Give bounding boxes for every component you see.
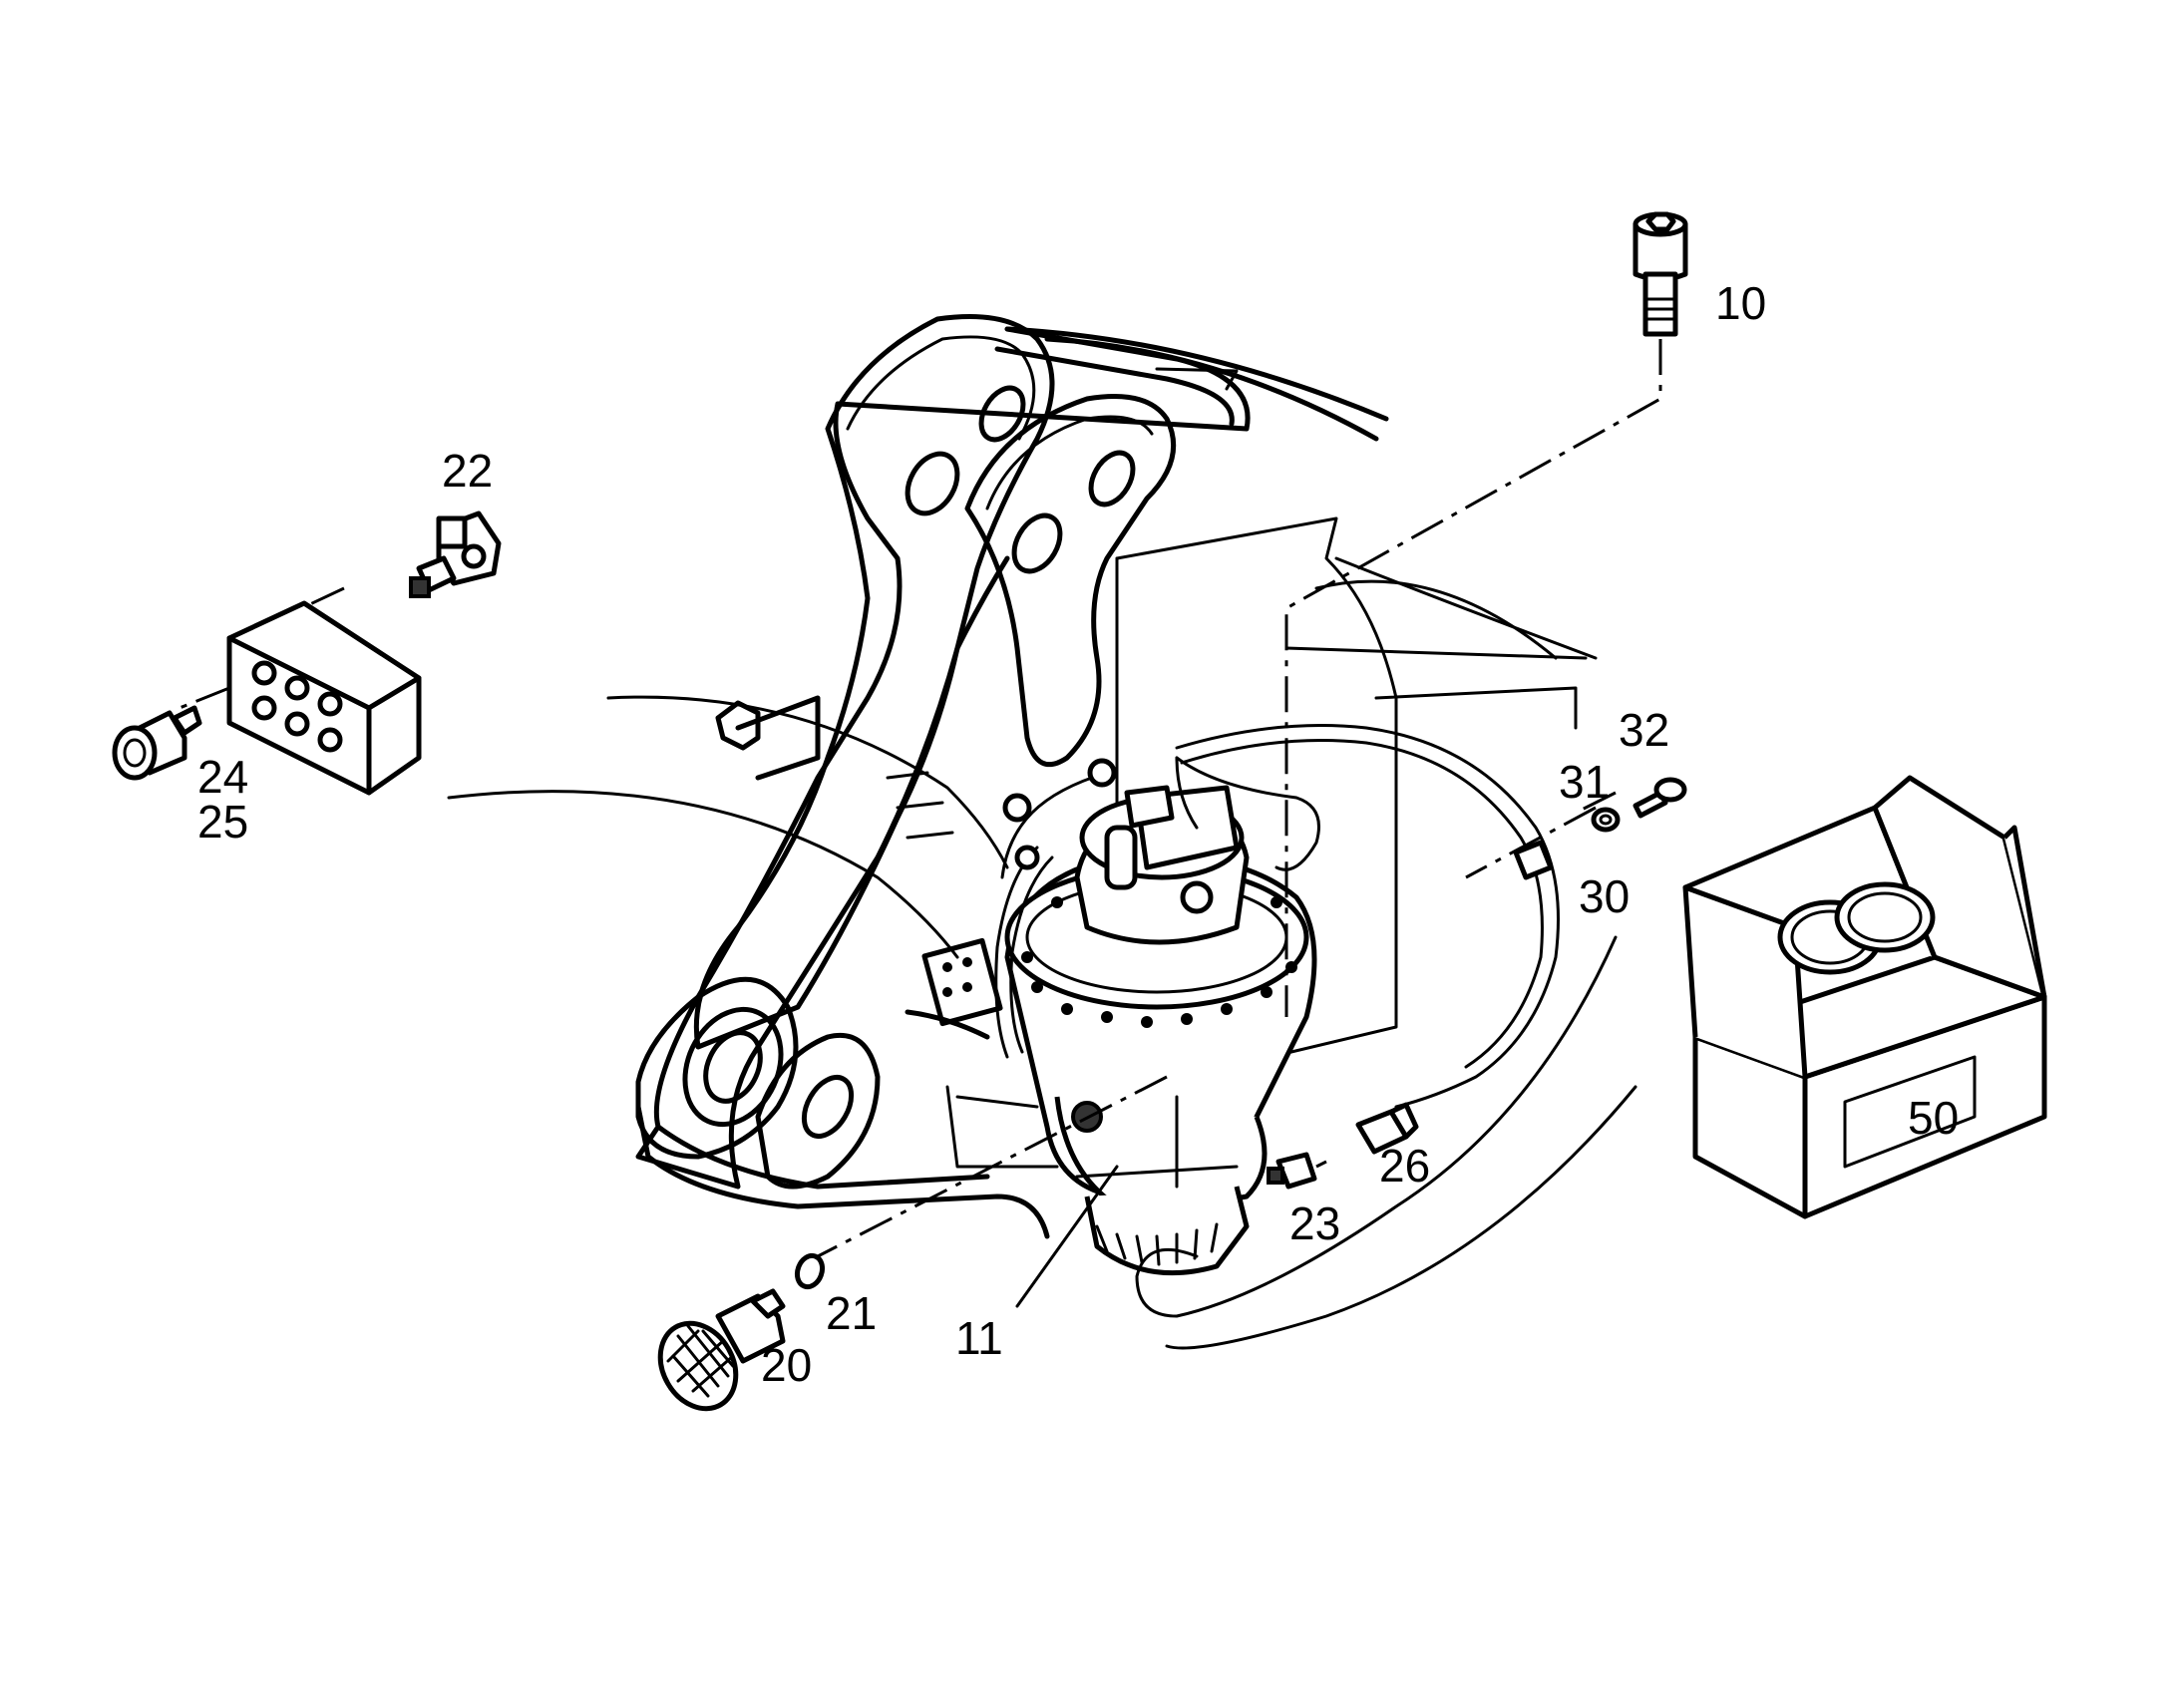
fitting-part-24-25 (112, 705, 202, 781)
label-part-30: 30 (1579, 870, 1630, 922)
housing-bolts (1021, 896, 1297, 1028)
reference-curves (447, 579, 1637, 1350)
label-part-25: 25 (197, 796, 248, 848)
label-part-22: 22 (442, 445, 493, 497)
kit-box-part-50 (1682, 775, 2047, 1219)
part-labels: 10 22 24 25 32 31 30 50 26 23 21 11 20 (197, 277, 1959, 1391)
label-part-11: 11 (955, 1312, 1003, 1364)
bolt-part-10 (1633, 211, 1688, 337)
hoses (994, 724, 1560, 1190)
label-part-21: 21 (826, 1287, 877, 1339)
screw-part-32 (1633, 777, 1687, 819)
boom-bracket (635, 314, 1598, 1239)
valve-fitting-part-22 (409, 511, 502, 598)
swing-gearbox-assembly (1004, 785, 1317, 1308)
explosion-leaders (179, 339, 1662, 1258)
label-part-50: 50 (1908, 1092, 1959, 1144)
label-part-26: 26 (1379, 1140, 1430, 1192)
washer-part-31 (1591, 807, 1621, 833)
distribution-block (226, 600, 422, 796)
label-part-23: 23 (1289, 1197, 1340, 1249)
label-part-20: 20 (761, 1339, 812, 1391)
o-ring-part-21 (794, 1252, 826, 1290)
label-part-32: 32 (1619, 704, 1669, 756)
label-part-31: 31 (1559, 756, 1610, 808)
label-part-24: 24 (197, 751, 248, 803)
breather-part-20 (657, 1288, 786, 1412)
label-part-10: 10 (1715, 277, 1766, 329)
